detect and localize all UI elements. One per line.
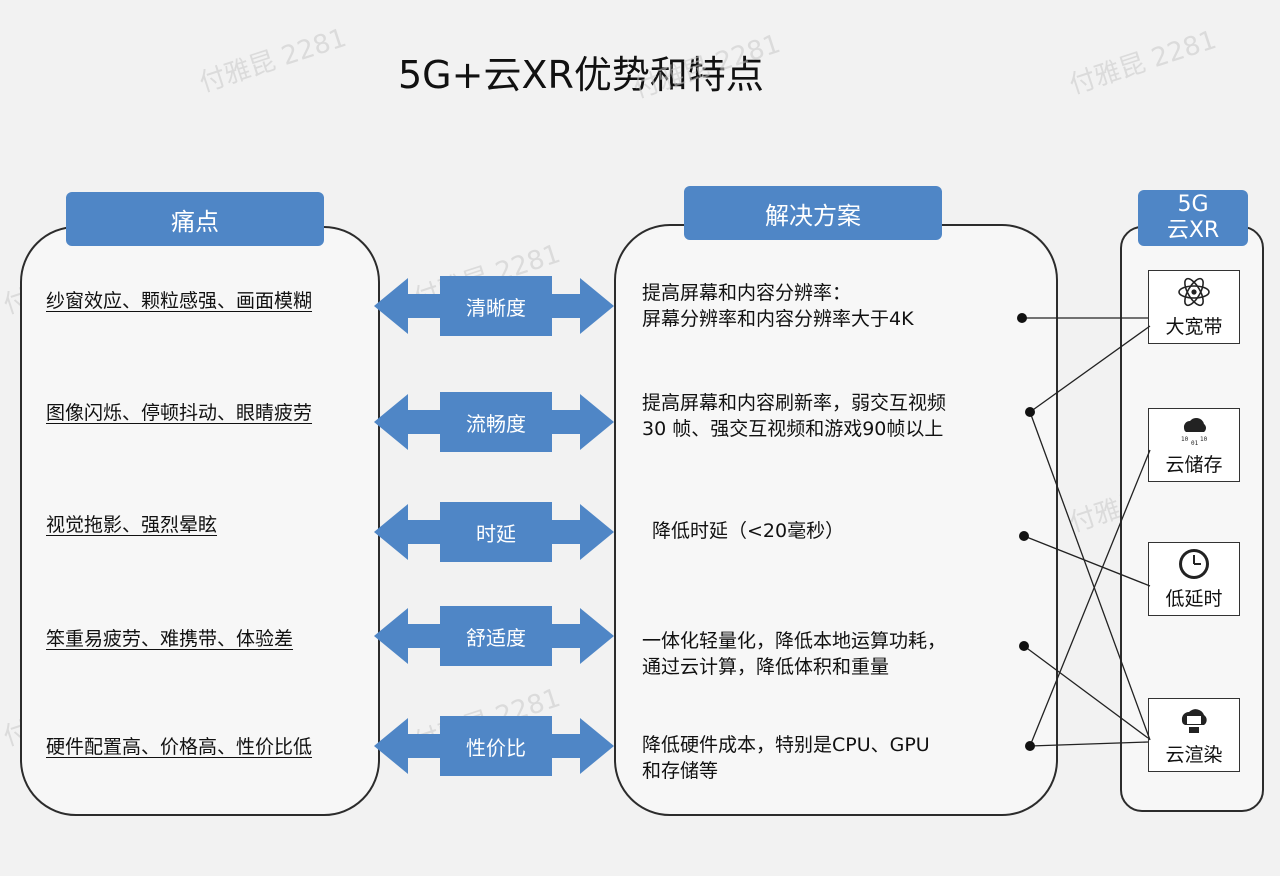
clock-icon <box>1179 549 1209 579</box>
aspect-label-smoothness: 流畅度 <box>440 392 552 452</box>
header-line-cloud-xr: 云XR <box>1166 218 1220 243</box>
pain-points-header: 痛点 <box>66 192 324 246</box>
feature-label: 云储存 <box>1165 454 1223 476</box>
pain-point-smoothness: 图像闪烁、停顿抖动、眼睛疲劳 <box>46 402 313 424</box>
solution-smoothness: 提高屏幕和内容刷新率，弱交互视频 30 帧、强交互视频和游戏90帧以上 <box>642 390 946 442</box>
feature-cloud-storage: 10 01 10 云储存 <box>1148 408 1240 482</box>
page-title: 5G+云XR优势和特点 <box>398 53 764 97</box>
pain-point-comfort: 笨重易疲劳、难携带、体验差 <box>46 628 294 650</box>
solution-line: 降低硬件成本，特别是CPU、GPU <box>642 734 930 756</box>
arrow-clarity: 清晰度 <box>374 276 614 336</box>
solution-line: 一体化轻量化，降低本地运算功耗， <box>642 630 947 652</box>
solution-line: 屏幕分辨率和内容分辨率大于4K <box>642 308 914 330</box>
solutions-panel <box>614 224 1058 816</box>
solution-line: 通过云计算，降低体积和重量 <box>642 656 890 678</box>
svg-text:10: 10 <box>1181 436 1189 443</box>
header-line-5g: 5G <box>1177 192 1209 217</box>
cloud-storage-icon: 10 01 10 <box>1181 417 1208 447</box>
solutions-header: 解决方案 <box>684 186 942 240</box>
watermark: 付雅昆 2281 <box>1065 25 1221 101</box>
pain-point-clarity: 纱窗效应、颗粒感强、画面模糊 <box>46 290 313 312</box>
solution-comfort: 一体化轻量化，降低本地运算功耗， 通过云计算，降低体积和重量 <box>642 628 946 680</box>
solution-line: 和存储等 <box>642 760 719 782</box>
5g-cloud-xr-header: 5G 云XR <box>1138 190 1248 246</box>
aspect-label-clarity: 清晰度 <box>440 276 552 336</box>
feature-cloud-render: 云渲染 <box>1148 698 1240 772</box>
pain-point-latency: 视觉拖影、强烈晕眩 <box>46 514 218 536</box>
svg-text:01: 01 <box>1191 440 1199 447</box>
arrow-smoothness: 流畅度 <box>374 392 614 452</box>
feature-label: 云渲染 <box>1165 744 1223 766</box>
solution-line: 30 帧、强交互视频和游戏90帧以上 <box>642 418 944 440</box>
feature-label: 大宽带 <box>1165 316 1223 338</box>
pain-points-panel <box>20 226 380 816</box>
solution-line: 提高屏幕和内容分辨率： <box>642 282 852 304</box>
solution-clarity: 提高屏幕和内容分辨率： 屏幕分辨率和内容分辨率大于4K <box>642 280 914 332</box>
aspect-label-latency: 时延 <box>440 502 552 562</box>
atom-icon <box>1178 277 1210 307</box>
solution-latency: 降低时延（<20毫秒） <box>652 518 844 544</box>
aspect-label-comfort: 舒适度 <box>440 606 552 666</box>
arrow-cost-performance: 性价比 <box>374 716 614 776</box>
arrow-latency: 时延 <box>374 502 614 562</box>
solution-line: 提高屏幕和内容刷新率，弱交互视频 <box>642 392 947 414</box>
pain-point-cost-performance: 硬件配置高、价格高、性价比低 <box>46 736 313 758</box>
watermark: 付雅昆 2281 <box>195 23 351 99</box>
feature-low-latency: 低延时 <box>1148 542 1240 616</box>
cloud-render-icon <box>1181 709 1207 733</box>
arrow-comfort: 舒适度 <box>374 606 614 666</box>
solution-cost-performance: 降低硬件成本，特别是CPU、GPU 和存储等 <box>642 732 930 784</box>
solution-line: 降低时延（<20毫秒） <box>652 520 845 542</box>
aspect-label-cost-performance: 性价比 <box>440 716 552 776</box>
feature-label: 低延时 <box>1165 588 1223 610</box>
feature-broadband: 大宽带 <box>1148 270 1240 344</box>
svg-text:10: 10 <box>1200 436 1208 443</box>
